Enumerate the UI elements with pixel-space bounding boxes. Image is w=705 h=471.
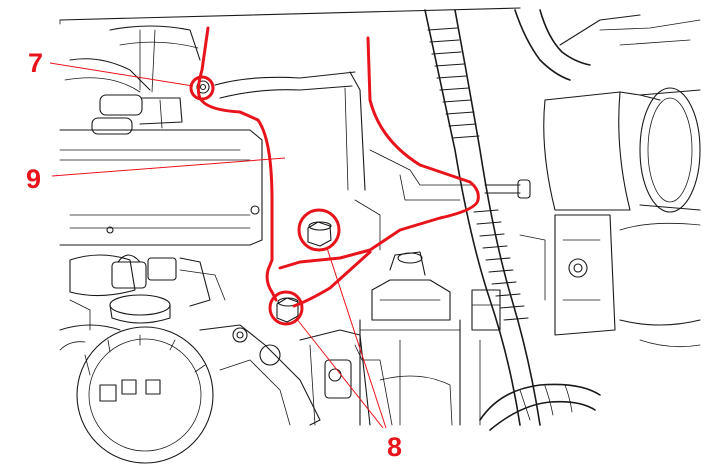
leader-7	[49, 62, 194, 87]
bolt-7-highlight	[189, 75, 215, 101]
callout-7-label: 7	[28, 48, 43, 78]
callout-8-label: 8	[387, 432, 402, 462]
leader-lines	[49, 62, 387, 429]
bolt-lower-graphic	[276, 297, 299, 323]
bolt-center-graphic	[307, 221, 332, 247]
leader-8a	[326, 247, 387, 429]
bolt-top-graphic	[196, 80, 210, 94]
bolt-8a-highlight	[297, 208, 341, 252]
bracket-outline	[189, 26, 480, 326]
engine-line-art	[59, 7, 701, 464]
bolt-8b-highlight	[268, 290, 304, 326]
callout-9-label: 9	[26, 164, 41, 194]
leader-8b	[295, 317, 384, 429]
leader-9	[51, 157, 286, 177]
